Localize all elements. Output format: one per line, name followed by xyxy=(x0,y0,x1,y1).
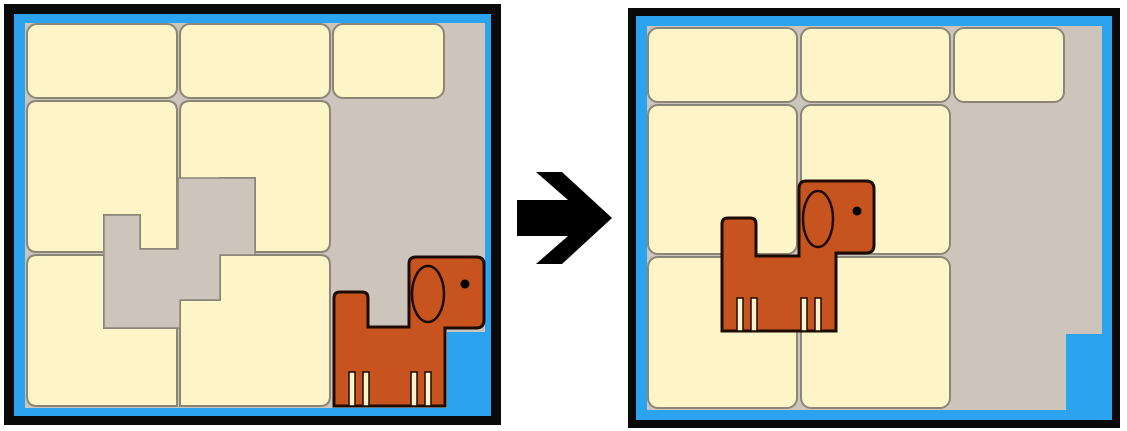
exit-notch xyxy=(1066,334,1102,410)
dog-cutout xyxy=(103,177,256,329)
right-arrow-icon xyxy=(517,172,612,264)
tile[interactable] xyxy=(800,27,951,103)
tile[interactable] xyxy=(332,23,445,99)
tile[interactable] xyxy=(26,100,178,253)
tile[interactable] xyxy=(179,254,331,407)
tile[interactable] xyxy=(26,23,178,99)
dog-piece-icon[interactable] xyxy=(720,179,876,333)
dog-piece-icon[interactable] xyxy=(332,255,486,408)
tile[interactable] xyxy=(179,23,331,99)
tile[interactable] xyxy=(953,27,1065,103)
board-after xyxy=(628,8,1120,428)
tile[interactable] xyxy=(647,27,798,103)
tile[interactable] xyxy=(26,254,178,407)
board-before xyxy=(4,4,501,425)
exit-notch xyxy=(447,332,485,408)
